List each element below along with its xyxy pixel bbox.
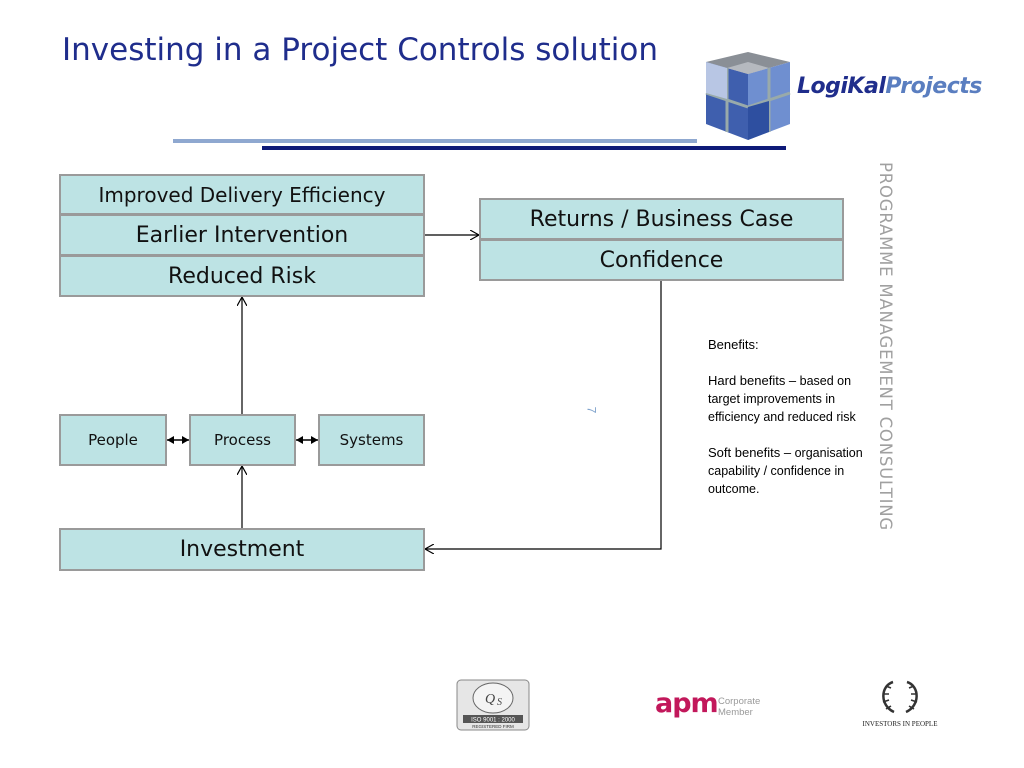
svg-text:REGISTERED FIRM: REGISTERED FIRM (472, 724, 514, 729)
enabler-systems: Systems (318, 414, 425, 466)
logo-text: LogiKalProjects (797, 74, 982, 99)
enabler-people: People (59, 414, 167, 466)
outcome-improved-delivery: Improved Delivery Efficiency (59, 174, 425, 215)
side-text: PROGRAMME MANAGEMENT CONSULTING (876, 162, 895, 532)
benefits-panel: Benefits: Hard benefits – based on targe… (708, 336, 873, 516)
feedback-arrow (425, 281, 662, 549)
svg-text:ISO 9001 : 2000: ISO 9001 : 2000 (471, 718, 515, 724)
laurel-wreath-icon (882, 680, 918, 714)
returns-business-case: Returns / Business Case (479, 198, 844, 240)
page-number: 7 (584, 406, 599, 414)
cube-logo-icon (705, 52, 791, 140)
soft-benefits: Soft benefits – organisation capability … (708, 445, 863, 496)
investors-in-people-logo: INVESTORS IN PEOPLE (858, 676, 942, 732)
returns-confidence: Confidence (479, 239, 844, 281)
svg-text:S: S (497, 697, 502, 708)
enabler-process: Process (189, 414, 296, 466)
outcome-reduced-risk: Reduced Risk (59, 255, 425, 297)
iso-certification-logo: Q S ISO 9001 : 2000 REGISTERED FIRM (455, 678, 531, 732)
logikal-projects-logo: LogiKalProjects (700, 52, 990, 142)
header-rule-dark (262, 146, 786, 150)
investment-box: Investment (59, 528, 425, 571)
apm-wordmark: apm (655, 688, 719, 719)
hard-benefits: Hard benefits – based on target improvem… (708, 373, 856, 424)
benefits-heading: Benefits: (708, 337, 759, 352)
page-title: Investing in a Project Controls solution (62, 32, 659, 68)
iip-text: INVESTORS IN PEOPLE (862, 720, 938, 728)
svg-text:Q: Q (485, 692, 495, 707)
header-rule-light (173, 139, 697, 143)
outcome-earlier-intervention: Earlier Intervention (59, 214, 425, 256)
side-banner: PROGRAMME MANAGEMENT CONSULTING (872, 162, 902, 622)
